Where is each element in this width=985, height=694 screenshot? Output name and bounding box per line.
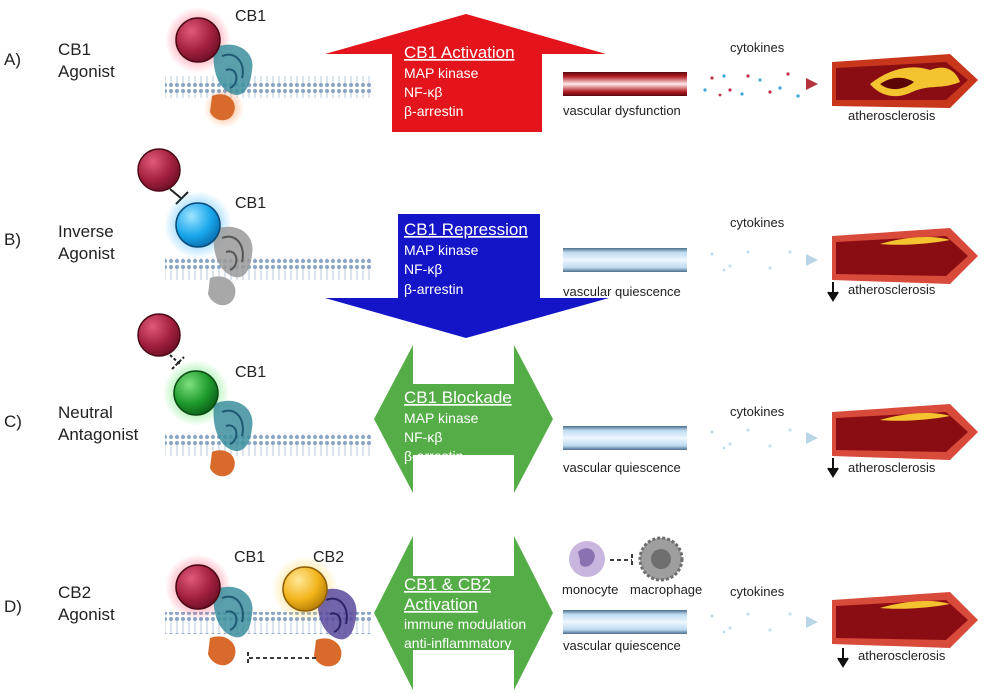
healthy-artery-icon bbox=[832, 592, 978, 648]
inhibition-symbol bbox=[610, 554, 633, 566]
inhibition-symbol bbox=[169, 354, 185, 370]
cb1-receptor-icon bbox=[213, 586, 253, 638]
row-b: B) Inverse Agonist CB1 CB1 Repression MA… bbox=[4, 148, 978, 338]
cytokine-flow-arrow bbox=[700, 612, 818, 634]
cytokine-flow-arrow bbox=[700, 250, 818, 272]
vessel-label: vascular dysfunction bbox=[563, 103, 681, 118]
row-letter: A) bbox=[4, 50, 21, 69]
receptor-label: CB1 bbox=[234, 549, 265, 566]
blood-vessel-icon bbox=[563, 610, 687, 634]
arrow-item: immune modulation bbox=[404, 616, 526, 632]
agonist-ligand-icon bbox=[137, 148, 181, 192]
arrow-heading: CB1 Blockade bbox=[404, 388, 512, 407]
cytokines-label: cytokines bbox=[730, 215, 785, 230]
cb2-receptor-icon bbox=[317, 588, 357, 640]
healthy-artery-icon bbox=[832, 228, 978, 284]
cytokines-label: cytokines bbox=[730, 404, 785, 419]
row-title-line2: Agonist bbox=[58, 605, 115, 624]
vessel-label: vascular quiescence bbox=[563, 638, 681, 653]
arrow-item: MAP kinase bbox=[404, 242, 479, 258]
cb1-receptor-icon bbox=[213, 226, 253, 278]
monocyte-icon bbox=[569, 541, 605, 577]
receptor-label: CB1 bbox=[235, 364, 266, 381]
vessel-label: vascular quiescence bbox=[563, 284, 681, 299]
agonist-ligand-icon bbox=[175, 17, 221, 63]
arrow-item: β-arrestin bbox=[404, 448, 463, 464]
cytokine-flow-arrow bbox=[700, 428, 818, 450]
row-title-line1: CB1 bbox=[58, 40, 91, 59]
g-protein-icon bbox=[210, 450, 235, 477]
row-title-line1: Neutral bbox=[58, 403, 113, 422]
decrease-arrow-icon bbox=[827, 458, 839, 478]
row-d: D) CB2 Agonist CB1 CB2 CB1 & CB2 Activat… bbox=[4, 536, 978, 690]
macrophage-icon bbox=[638, 536, 684, 582]
arrow-heading: Activation bbox=[404, 595, 478, 614]
neutral-antagonist-ligand-icon bbox=[173, 370, 219, 416]
arrow-item: NF-κβ bbox=[404, 84, 442, 100]
cell-membrane bbox=[165, 258, 372, 280]
inhibition-symbol bbox=[247, 652, 316, 664]
vessel-label: vascular quiescence bbox=[563, 460, 681, 475]
g-protein-icon bbox=[208, 276, 236, 306]
decrease-arrow-icon bbox=[837, 648, 849, 668]
cb1-receptor-icon bbox=[213, 44, 253, 96]
row-a: A) CB1 Agonist CB1 CB1 Activation MAP ki… bbox=[4, 7, 978, 132]
cell-membrane bbox=[165, 76, 372, 98]
outcome-label: atherosclerosis bbox=[848, 108, 936, 123]
blockade-arrow bbox=[374, 345, 553, 493]
receptor-label: CB2 bbox=[313, 549, 344, 566]
row-title-line2: Antagonist bbox=[58, 425, 139, 444]
cytokines-label: cytokines bbox=[730, 40, 785, 55]
row-title-line1: Inverse bbox=[58, 222, 114, 241]
cell-membrane bbox=[165, 434, 372, 456]
activation-arrow bbox=[374, 536, 553, 690]
agonist-ligand-icon bbox=[137, 313, 181, 357]
cb1-receptor-icon bbox=[213, 400, 253, 452]
row-letter: D) bbox=[4, 597, 22, 616]
arrow-item: MAP kinase bbox=[404, 65, 479, 81]
blood-vessel-icon bbox=[563, 72, 687, 96]
outcome-label: atherosclerosis bbox=[848, 282, 936, 297]
outcome-label: atherosclerosis bbox=[848, 460, 936, 475]
diseased-artery-icon bbox=[832, 54, 978, 108]
arrow-item: NF-κβ bbox=[404, 429, 442, 445]
arrow-heading: CB1 Activation bbox=[404, 43, 515, 62]
row-c: C) Neutral Antagonist CB1 CB1 Blockade M… bbox=[4, 313, 978, 493]
row-title-line1: CB2 bbox=[58, 583, 91, 602]
cell-label: macrophage bbox=[630, 582, 702, 597]
cb2-agonist-ligand-icon bbox=[282, 566, 328, 612]
cell-label: monocyte bbox=[562, 582, 618, 597]
arrow-item: β-arrestin bbox=[404, 103, 463, 119]
blood-vessel-icon bbox=[563, 426, 687, 450]
receptor-label: CB1 bbox=[235, 195, 266, 212]
decrease-arrow-icon bbox=[827, 282, 839, 302]
agonist-ligand-icon bbox=[175, 564, 221, 610]
blood-vessel-icon bbox=[563, 248, 687, 272]
arrow-item: β-arrestin bbox=[404, 281, 463, 297]
activation-arrow bbox=[325, 14, 606, 132]
arrow-item: MAP kinase bbox=[404, 410, 479, 426]
arrow-heading: CB1 Repression bbox=[404, 220, 528, 239]
row-title-line2: Agonist bbox=[58, 244, 115, 263]
arrow-heading: CB1 & CB2 bbox=[404, 575, 491, 594]
arrow-item: anti-inflammatory bbox=[404, 635, 511, 651]
inverse-agonist-ligand-icon bbox=[175, 202, 221, 248]
g-protein-icon bbox=[210, 94, 235, 121]
healthy-artery-icon bbox=[832, 404, 978, 460]
cytokines-label: cytokines bbox=[730, 584, 785, 599]
g-protein-icon bbox=[314, 638, 342, 667]
receptor-label: CB1 bbox=[235, 8, 266, 25]
row-letter: B) bbox=[4, 230, 21, 249]
outcome-label: atherosclerosis bbox=[858, 648, 946, 663]
row-title-line2: Agonist bbox=[58, 62, 115, 81]
arrow-item: NF-κβ bbox=[404, 261, 442, 277]
cytokine-flow-arrow bbox=[700, 72, 818, 98]
repression-arrow bbox=[325, 214, 609, 338]
row-letter: C) bbox=[4, 412, 22, 431]
g-protein-icon bbox=[208, 636, 236, 666]
